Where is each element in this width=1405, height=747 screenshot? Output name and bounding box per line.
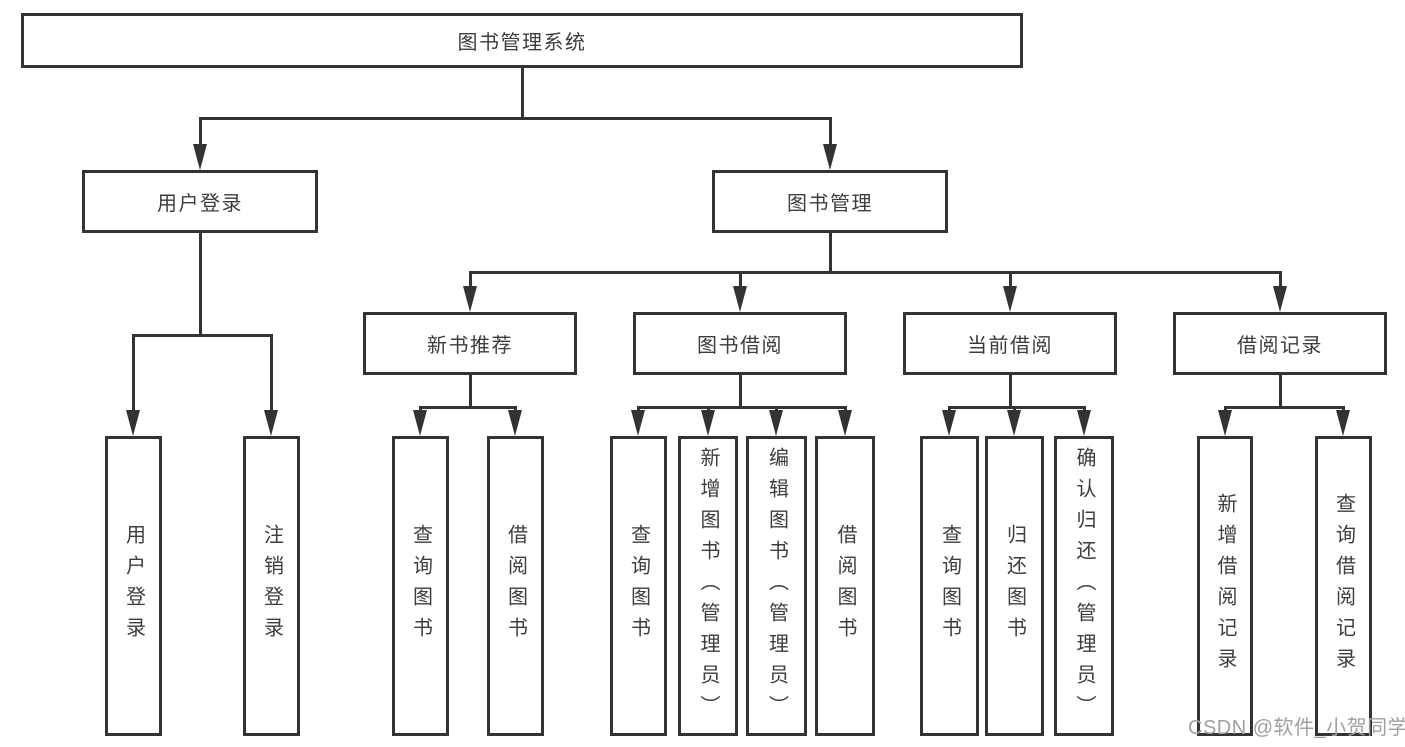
node-label: 图书管理 [787, 193, 873, 215]
arrow-down-icon [1007, 410, 1021, 436]
connector-segment [1278, 270, 1282, 288]
connector-segment [1223, 405, 1227, 413]
arrow-down-icon [413, 410, 427, 436]
arrow-down-icon [942, 410, 956, 436]
node-user-login: 用户登录 [105, 436, 162, 736]
node-label: 查询图书 [938, 524, 961, 648]
node-borrow-books: 借阅图书 [487, 436, 544, 736]
node-book-borrowing: 图书借阅 [633, 312, 847, 375]
node-user-login-branch: 用户登录 [82, 170, 318, 233]
node-label: 归还图书 [1003, 524, 1026, 648]
connector-segment [514, 405, 517, 413]
arrow-down-icon [631, 410, 645, 436]
node-label: 新增图书（管理员） [697, 446, 719, 726]
node-label: 新增借阅记录 [1214, 493, 1236, 679]
node-label: 确认归还（管理员） [1073, 446, 1095, 726]
node-query-books: 查询图书 [610, 436, 667, 736]
node-add-borrow-record: 新增借阅记录 [1197, 436, 1253, 736]
watermark: CSDN @软件_小贺同学 [1188, 717, 1405, 739]
arrow-down-icon [264, 410, 278, 436]
arrow-down-icon [1273, 286, 1287, 312]
node-label: 图书借阅 [697, 335, 783, 357]
node-label: 当前借阅 [967, 335, 1053, 357]
arrow-down-icon [1003, 286, 1017, 312]
connector-segment [468, 270, 472, 288]
node-query-books: 查询图书 [920, 436, 979, 736]
connector-segment [1278, 373, 1282, 407]
connector-segment [738, 270, 742, 288]
arrow-down-icon [769, 410, 783, 436]
connector-segment [948, 405, 1086, 409]
connector-segment [828, 116, 832, 146]
connector-segment [1082, 405, 1086, 413]
connector-segment [1013, 405, 1016, 413]
connector-segment [706, 405, 710, 413]
node-label: 借阅记录 [1237, 335, 1323, 357]
node-edit-books-admin: 编辑图书（管理员） [746, 436, 807, 736]
arrow-down-icon [701, 410, 715, 436]
connector-segment [843, 405, 847, 413]
connector-segment [1008, 373, 1012, 407]
connector-segment [198, 231, 202, 335]
connector-segment [775, 405, 778, 413]
arrow-down-icon [126, 410, 140, 436]
node-book-management: 图书管理 [712, 170, 948, 233]
connector-segment [468, 270, 1282, 274]
arrow-down-icon [733, 286, 747, 312]
node-label: 借阅图书 [834, 524, 856, 648]
arrow-down-icon [193, 144, 207, 170]
connector-segment [1008, 270, 1012, 288]
node-label: 借阅图书 [504, 524, 527, 648]
connector-segment [1223, 405, 1345, 409]
connector-segment [948, 405, 951, 413]
node-label: 新书推荐 [427, 335, 513, 357]
connector-segment [738, 373, 742, 407]
node-label: 查询借阅记录 [1332, 493, 1355, 679]
node-borrow-books: 借阅图书 [815, 436, 875, 736]
connector-segment [419, 405, 422, 413]
node-current-borrowing: 当前借阅 [903, 312, 1117, 375]
node-query-books: 查询图书 [392, 436, 449, 736]
node-library-management-system: 图书管理系统 [21, 13, 1023, 68]
arrow-down-icon [1077, 410, 1091, 436]
connector-segment [637, 405, 640, 413]
node-query-borrow-record: 查询借阅记录 [1315, 436, 1372, 736]
node-label: 查询图书 [627, 524, 650, 648]
node-borrowing-records: 借阅记录 [1173, 312, 1387, 375]
arrow-down-icon [463, 286, 477, 312]
arrow-down-icon [823, 144, 837, 170]
node-logout: 注销登录 [243, 436, 300, 736]
arrow-down-icon [1218, 410, 1232, 436]
connector-segment [520, 68, 524, 118]
node-add-books-admin: 新增图书（管理员） [678, 436, 738, 736]
arrow-down-icon [1336, 410, 1350, 436]
connector-segment [270, 333, 273, 412]
arrow-down-icon [508, 410, 522, 436]
node-confirm-return-admin: 确认归还（管理员） [1054, 436, 1114, 736]
connector-segment [828, 231, 832, 272]
node-new-book-recommendation: 新书推荐 [363, 312, 577, 375]
connector-segment [637, 405, 847, 409]
connector-segment [198, 116, 202, 146]
connector-segment [468, 373, 472, 407]
node-label: 编辑图书（管理员） [765, 446, 788, 726]
arrow-down-icon [838, 410, 852, 436]
node-label: 注销登录 [260, 524, 283, 648]
connector-segment [131, 333, 135, 412]
connector-segment [419, 405, 517, 409]
node-return-books: 归还图书 [985, 436, 1044, 736]
node-label: 图书管理系统 [457, 32, 587, 54]
node-label: 用户登录 [157, 193, 243, 215]
connector-segment [131, 333, 273, 337]
node-label: 查询图书 [409, 524, 432, 648]
node-label: 用户登录 [122, 524, 145, 648]
connector-segment [1342, 405, 1345, 413]
connector-segment [198, 116, 832, 120]
